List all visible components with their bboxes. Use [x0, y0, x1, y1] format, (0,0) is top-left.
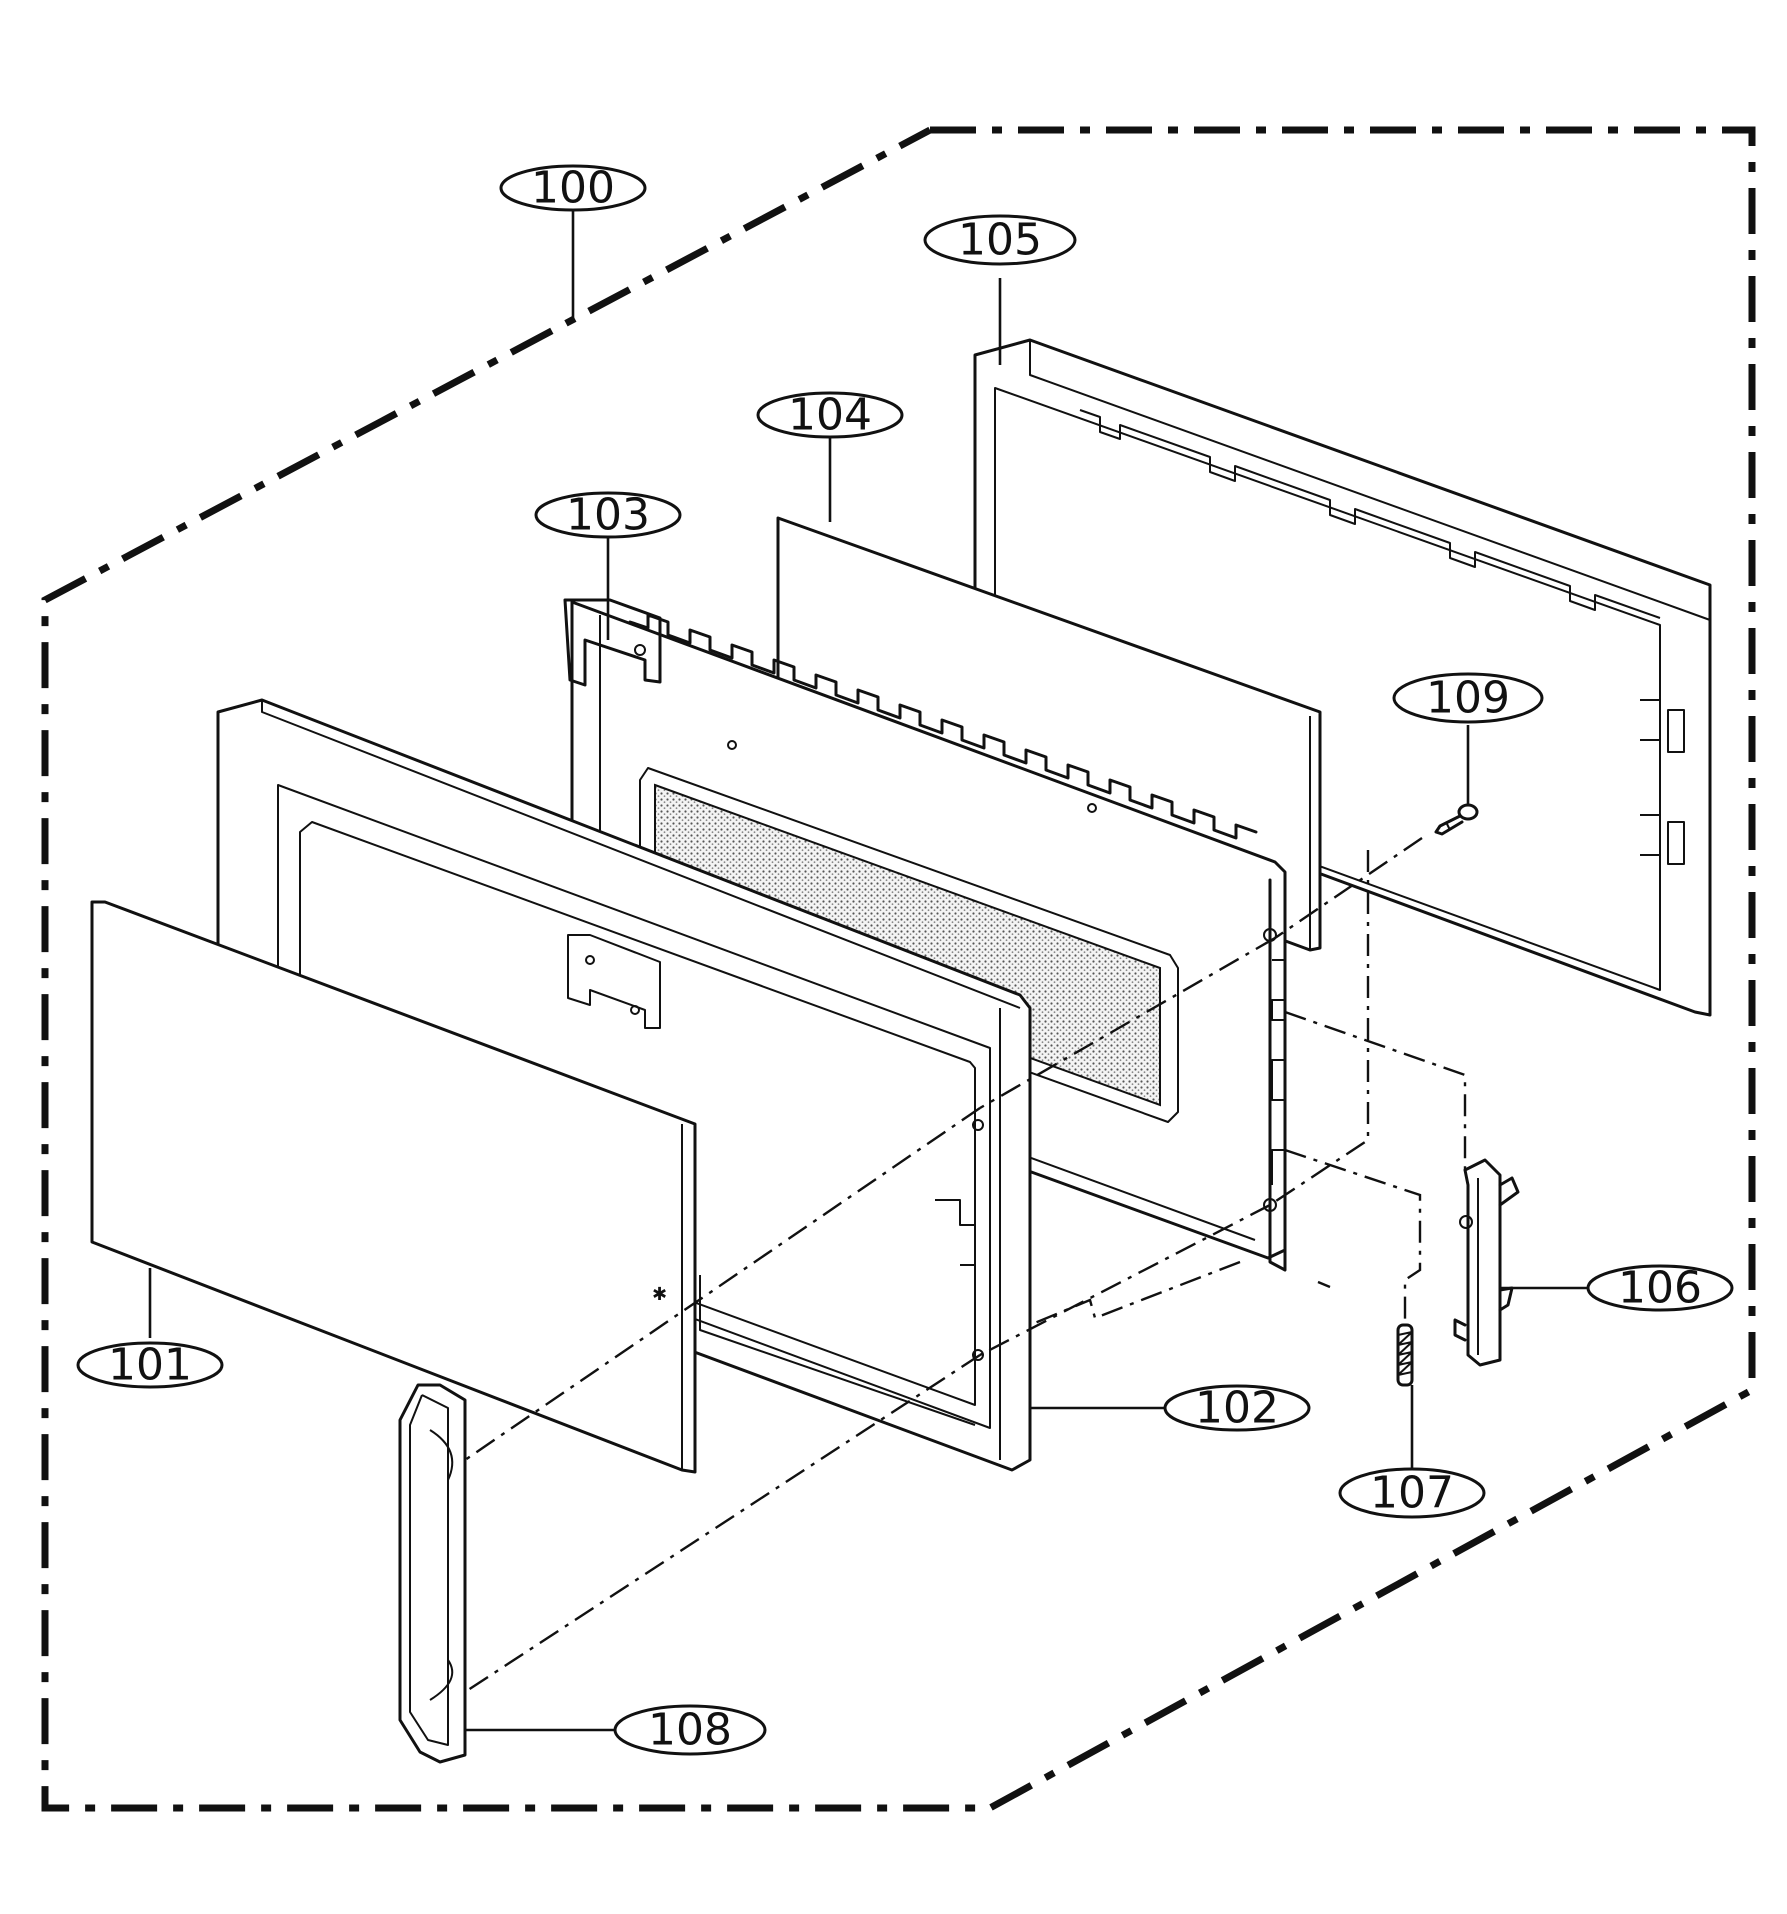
callout-100: 100: [499, 163, 647, 214]
callout-label-107: 107: [1370, 1468, 1454, 1519]
svg-text:✱: ✱: [652, 1284, 667, 1305]
part-108-handle: [398, 1383, 467, 1764]
part-101-outer-glass: ✱: [90, 900, 697, 1474]
callout-label-108: 108: [648, 1705, 732, 1756]
callout-102: 102: [1163, 1383, 1311, 1434]
callout-label-106: 106: [1618, 1263, 1702, 1314]
part-102-door-frame: [216, 698, 1032, 1472]
callout-103: 103: [534, 490, 682, 541]
assembly-boundary: [41, 126, 1756, 1812]
callout-104: 104: [756, 390, 904, 441]
callout-label-102: 102: [1195, 1383, 1279, 1434]
callout-label-105: 105: [958, 215, 1042, 266]
leader-lines: [148, 210, 1588, 1732]
callout-label-100: 100: [531, 163, 615, 214]
part-103-inner-plate: [563, 598, 1287, 1272]
callout-label-101: 101: [108, 1340, 192, 1391]
callout-106: 106: [1586, 1263, 1734, 1314]
assembly-guide-lines: [464, 837, 1467, 1694]
callout-105: 105: [923, 214, 1077, 266]
part-107-spring: [1396, 1323, 1414, 1387]
callout-101: 101: [76, 1340, 224, 1391]
callout-label-109: 109: [1426, 673, 1510, 724]
callout-label-104: 104: [788, 390, 872, 441]
callout-108: 108: [613, 1704, 767, 1756]
callout-107: 107: [1338, 1467, 1486, 1519]
part-106-latch-lever: [1453, 1158, 1520, 1367]
callout-109: 109: [1392, 672, 1544, 724]
callout-label-103: 103: [566, 490, 650, 541]
